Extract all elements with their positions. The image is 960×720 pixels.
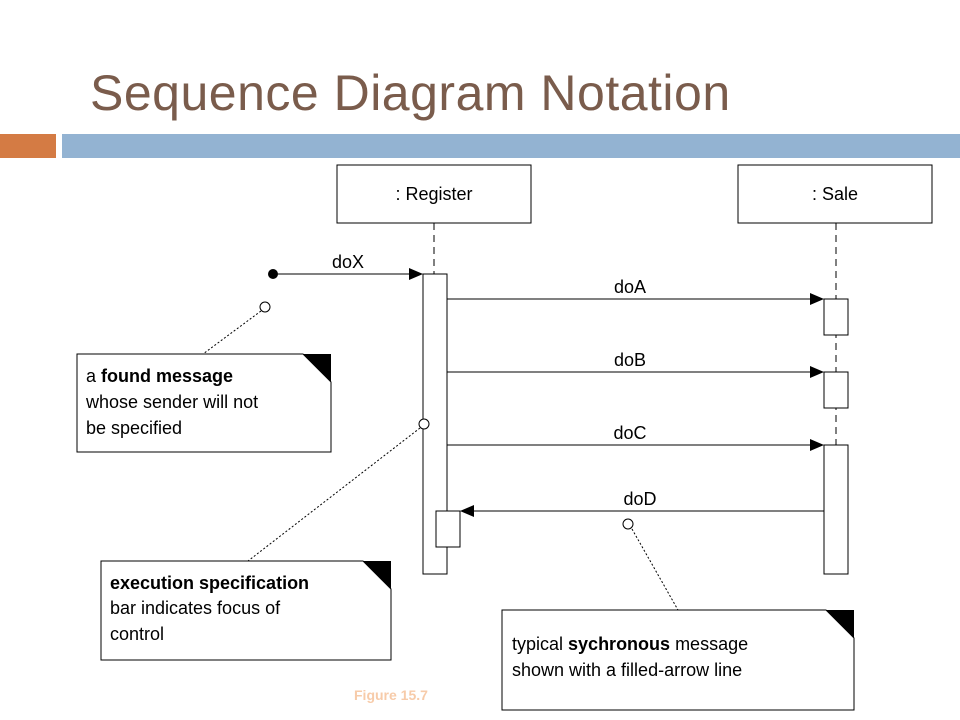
- title-divider-bar: [62, 134, 960, 158]
- message-doX: doX: [268, 252, 423, 280]
- note-execution-specification: execution specification bar indicates fo…: [100, 560, 392, 661]
- note-found-line2: whose sender will not: [85, 392, 258, 412]
- title-accent-bar: [0, 134, 56, 158]
- execution-note-connector: [247, 418, 430, 562]
- found-note-connector: [202, 301, 271, 355]
- figure-caption: Figure 15.7: [354, 687, 428, 703]
- note-found-message: a found message whose sender will not be…: [76, 353, 332, 453]
- note-execution-line2: bar indicates focus of: [110, 598, 281, 618]
- message-doB-label: doB: [614, 350, 646, 370]
- message-doC-label: doC: [613, 423, 646, 443]
- register-nested-activation-bar: [435, 510, 461, 548]
- note-execution-line1: execution specification: [110, 573, 309, 593]
- sale-activation-bar-a: [823, 298, 849, 336]
- note-execution-line3: control: [110, 624, 164, 644]
- message-doD-label: doD: [623, 489, 656, 509]
- lifeline-sale-label: : Sale: [812, 184, 858, 204]
- sale-activation-bar-c: [823, 444, 849, 575]
- message-doD: doD: [460, 489, 824, 517]
- note-sync-line1: typical sychronous message: [512, 634, 748, 654]
- note-sync-line2: shown with a filled-arrow line: [512, 660, 742, 680]
- message-doC: doC: [447, 423, 824, 451]
- note-synchronous-message: typical sychronous message shown with a …: [501, 609, 855, 711]
- message-doX-label: doX: [332, 252, 364, 272]
- note-found-line1: a found message: [86, 366, 233, 386]
- note-found-line3: be specified: [86, 418, 182, 438]
- message-doA-label: doA: [614, 277, 646, 297]
- sync-note-connector: [622, 518, 679, 611]
- message-doA: doA: [447, 277, 824, 305]
- sale-activation-bar-b: [823, 371, 849, 409]
- message-doB: doB: [447, 350, 824, 378]
- lifeline-register-label: : Register: [395, 184, 472, 204]
- lifeline-sale: : Sale: [737, 164, 933, 224]
- lifeline-register: : Register: [336, 164, 532, 224]
- page-title: Sequence Diagram Notation: [90, 65, 731, 121]
